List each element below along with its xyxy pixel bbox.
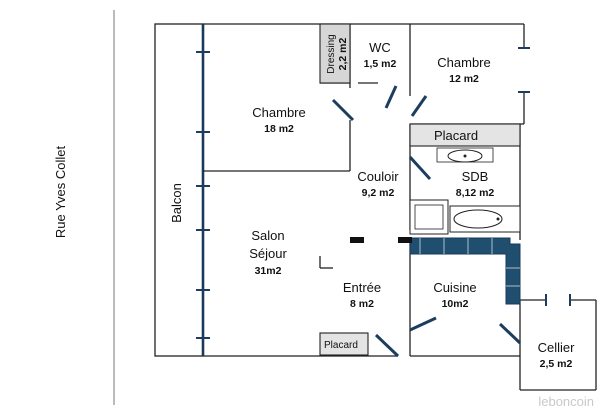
outer-walls [203,23,597,391]
kitchen-name: Cuisine [433,280,476,295]
bedroom-big-name: Chambre [252,105,305,120]
cellar-area: 2,5 m2 [540,358,573,370]
entrance-closet [319,332,369,356]
wc-area: 1,5 m2 [364,58,397,70]
dressing [319,23,351,84]
living-name-1: Salon [251,228,284,243]
kitchen-counter [409,237,521,305]
cellar-name: Cellier [538,340,576,355]
dressing-area: 2,2 m2 [337,38,349,71]
bathroom-area: 8,12 m2 [456,187,495,199]
bathtub-icon [449,205,521,233]
dressing-label: Dressing [326,34,337,73]
wall-stub-left [350,237,364,243]
bedroom-big-area: 18 m2 [264,123,294,135]
bathroom-closet-label: Placard [434,128,478,143]
wall-stub-right [398,237,412,243]
balcony-label: Balcon [169,183,184,223]
corridor-area: 9,2 m2 [362,187,395,199]
entrance-closet-label: Placard [324,340,358,351]
kitchen-area: 10m2 [442,298,469,310]
entrance-name: Entrée [343,280,381,295]
entrance-area: 8 m2 [350,298,374,310]
wc-name: WC [369,40,391,55]
bedroom-small-name: Chambre [437,55,490,70]
facade-windows [196,51,210,339]
street-label: Rue Yves Collet [53,145,68,238]
living-area: 31m2 [255,265,282,277]
living-name-2: Séjour [249,246,287,261]
bathroom-name: SDB [462,169,489,184]
watermark: leboncoin [538,394,594,409]
bedroom-small-area: 12 m2 [449,73,479,85]
doors [331,85,522,358]
washbasin-icon [436,147,494,163]
bathroom-closet [409,123,521,147]
outer-window-ticks [518,47,571,306]
corridor-name: Couloir [357,169,399,184]
shower-icon [409,199,449,235]
